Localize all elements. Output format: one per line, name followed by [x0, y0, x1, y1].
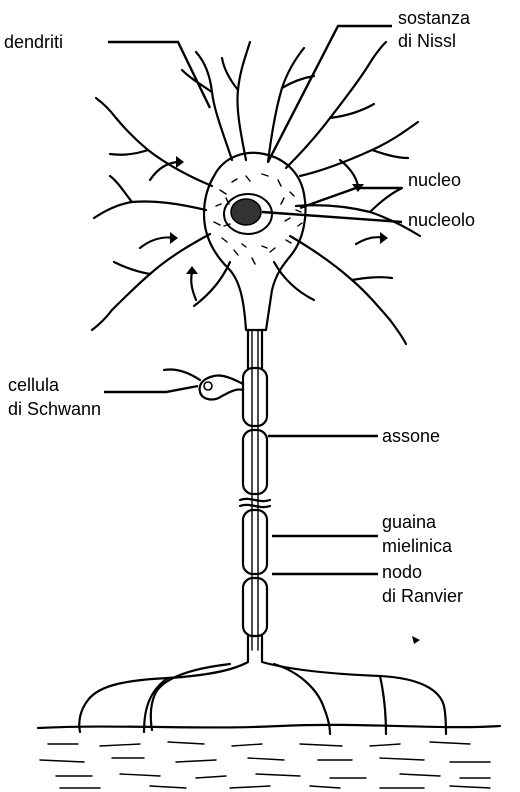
myelin-segment-1: [243, 368, 267, 426]
target-tissue: [38, 725, 500, 788]
nucleolus: [231, 199, 261, 225]
label-cellula: cellula: [8, 375, 60, 395]
axon-terminals: [79, 636, 446, 734]
label-guaina: guaina: [382, 512, 437, 532]
myelin-segment-4: [243, 578, 267, 636]
dendrites: [92, 42, 420, 344]
label-nucleo: nucleo: [408, 170, 461, 190]
label-nodo: nodo: [382, 562, 422, 582]
label-di-schwann: di Schwann: [8, 399, 101, 419]
label-nucleolo: nucleolo: [408, 210, 475, 230]
label-sostanza: sostanza: [398, 8, 471, 28]
label-assone: assone: [382, 426, 440, 446]
myelin-segment-3: [243, 510, 267, 574]
label-di-nissl: di Nissl: [398, 31, 456, 51]
labels: dendriti sostanza di Nissl nucleo nucleo…: [4, 8, 475, 606]
myelin-segment-2: [243, 430, 267, 494]
schwann-cell: [164, 369, 243, 399]
label-di-ranvier: di Ranvier: [382, 586, 463, 606]
stray-mark: [412, 636, 420, 644]
label-mielinica: mielinica: [382, 536, 453, 556]
label-dendriti: dendriti: [4, 32, 63, 52]
cell-body: [204, 153, 306, 330]
axon: [240, 330, 270, 650]
